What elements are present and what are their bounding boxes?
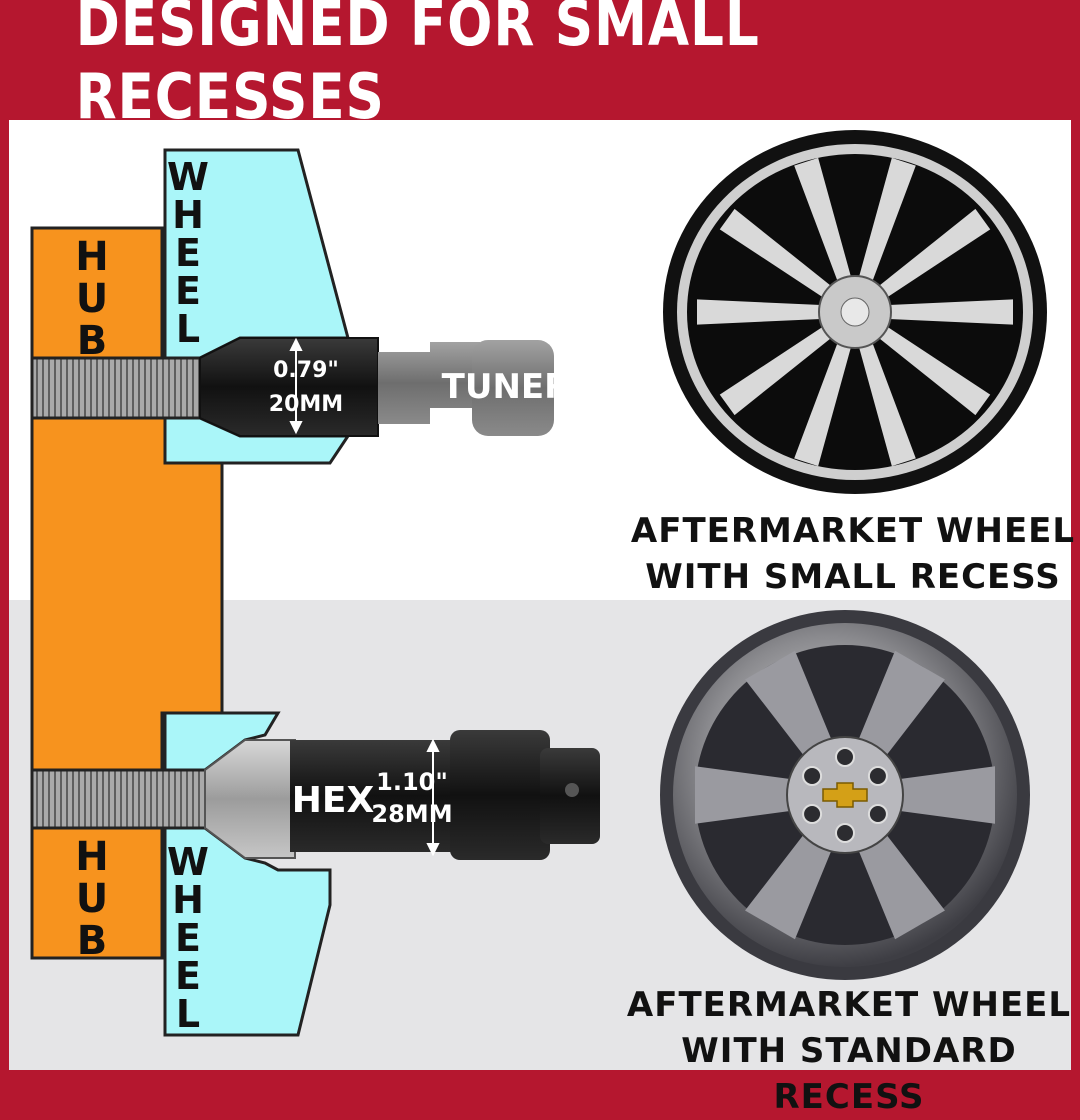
- wheel-spoke: [858, 342, 916, 467]
- wheel-label-top-letter: L: [176, 307, 200, 351]
- wheel-spoke: [745, 650, 832, 756]
- wheel-spoke: [697, 299, 821, 325]
- hex-label: HEX: [292, 780, 375, 821]
- wheel-label-top: WHEEL: [167, 155, 209, 351]
- top-wheel-caption: AFTERMARKET WHEEL WITH SMALL RECESS: [618, 508, 1080, 600]
- tuner-dimension-mm: 20MM: [269, 392, 343, 417]
- chrome-lug-nut: [204, 739, 296, 859]
- tuner-lug-nut: [199, 337, 379, 437]
- wheel-spoke: [889, 299, 1013, 325]
- top-caption-line-2: WITH SMALL RECESS: [645, 557, 1061, 597]
- lug-nut: [835, 747, 855, 767]
- wheel-label-bottom: WHEEL: [167, 840, 209, 1036]
- hub-label-bottom: HUB: [75, 834, 108, 964]
- wheel-spoke: [719, 208, 832, 298]
- hub-label-top-letter: B: [77, 318, 108, 364]
- wheel-spoke: [858, 650, 945, 756]
- lug-nut: [802, 804, 823, 824]
- dimension-arrow-bottom: [426, 738, 440, 857]
- wheel-spoke: [858, 157, 916, 282]
- dimension-arrow-top: [289, 337, 303, 435]
- wheel-spoke: [900, 766, 995, 824]
- wheel-spoke: [878, 326, 991, 416]
- bottom-caption-line-1: AFTERMARKET WHEEL: [626, 985, 1072, 1025]
- hex-dimension-inch: 1.10": [376, 768, 448, 796]
- lug-nut: [867, 766, 888, 786]
- wheel-label-bottom-letter: W: [167, 840, 209, 884]
- hub-label-top-letter: U: [76, 276, 108, 322]
- wheel-spoke: [695, 766, 790, 824]
- wheel-spoke: [858, 834, 945, 940]
- tuner-label: TUNER: [442, 367, 571, 407]
- black-machined-wheel-image: [663, 130, 1047, 494]
- wheel-spoke: [878, 208, 991, 298]
- wheel-spoke: [794, 157, 852, 282]
- wheel-label-bottom-letter: L: [176, 992, 200, 1036]
- wheel-label-bottom-letter: H: [172, 878, 204, 922]
- tuner-key-tool: [378, 342, 480, 424]
- lug-nut: [867, 804, 888, 824]
- top-caption-line-1: AFTERMARKET WHEEL: [630, 511, 1076, 551]
- hub-label-bottom-letter: H: [75, 834, 108, 880]
- hub-wheel-diagram: HUB HUB WHEEL WHEEL 0.79" 20MM TUNER HEX…: [30, 130, 1047, 1037]
- tuner-dimension-inch: 0.79": [273, 358, 339, 383]
- wheel-label-bottom-letter: E: [175, 954, 201, 998]
- wheel-spoke: [719, 326, 832, 416]
- wheel-label-top-letter: E: [175, 269, 201, 313]
- lug-nut: [802, 766, 823, 786]
- bottom-caption-line-2: WITH STANDARD RECESS: [681, 1031, 1017, 1117]
- wheel-stud-bottom: [30, 768, 214, 830]
- hub-label-top: HUB: [75, 234, 108, 364]
- hex-dimension-mm: 28MM: [371, 800, 452, 828]
- hex-socket-body: [290, 740, 460, 852]
- page-title: DESIGNED FOR SMALL RECESSES: [75, 0, 760, 133]
- chrome-chevy-wheel-image: [660, 610, 1030, 980]
- hub-label-top-letter: H: [75, 234, 108, 280]
- wheel-label-top-letter: E: [175, 231, 201, 275]
- wheel-spoke: [745, 834, 832, 940]
- wheel-label-top-letter: W: [167, 155, 209, 199]
- wheel-label-bottom-letter: E: [175, 916, 201, 960]
- hub-label-bottom-letter: B: [77, 918, 108, 964]
- bottom-wheel-caption: AFTERMARKET WHEEL WITH STANDARD RECESS: [604, 982, 1080, 1120]
- wheel-label-top-letter: H: [172, 193, 204, 237]
- hex-socket-pin-hole: [565, 783, 579, 797]
- hub-label-bottom-letter: U: [76, 876, 108, 922]
- wheel-spoke: [794, 342, 852, 467]
- lug-nut: [835, 823, 855, 843]
- tuner-key-head: [472, 340, 554, 436]
- hex-socket-collar: [450, 730, 550, 860]
